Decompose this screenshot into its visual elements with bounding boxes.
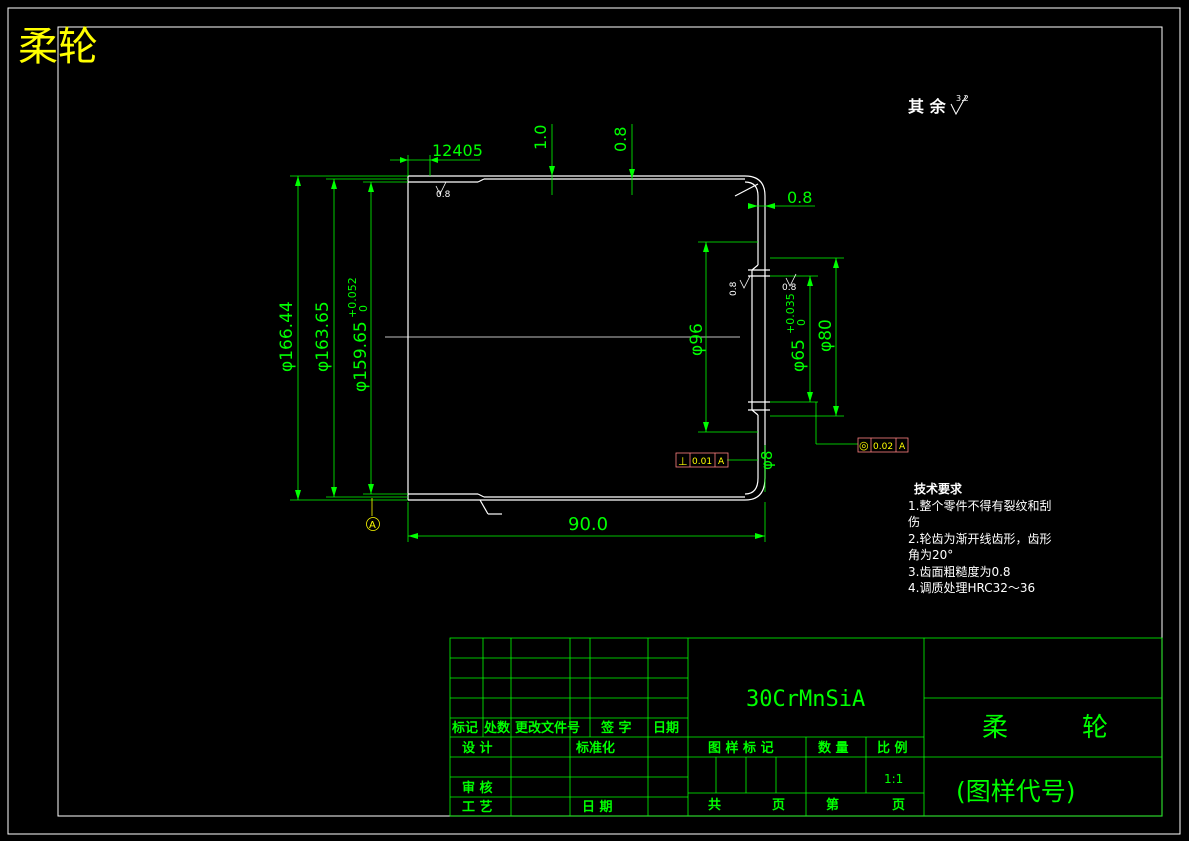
- hdr-change-doc: 更改文件号: [515, 720, 580, 736]
- tech-line: 1.整个零件不得有裂纹和刮: [908, 498, 1051, 513]
- title-block-grid: [449, 637, 1163, 817]
- dim-top-width: 12405: [432, 141, 483, 160]
- datum-a-symbol: A: [366, 498, 380, 531]
- dim-dia-65-tol-upper: +0.035: [784, 293, 797, 334]
- perpendicularity-frame: ⊥ 0.01 A: [675, 452, 729, 468]
- dim-dia-96: φ96: [687, 323, 707, 356]
- roughness-mark-hub: 0.8: [782, 273, 797, 293]
- material-name: 30CrMnSiA: [746, 687, 865, 712]
- svg-text:A: A: [718, 457, 725, 467]
- dim-dia-65: φ65: [789, 339, 809, 372]
- lbl-total: 共: [708, 797, 721, 813]
- lbl-pages-1: 页: [772, 798, 785, 813]
- roughness-mark-top: 0.8: [435, 181, 451, 200]
- tech-line: 4.调质处理HRC32～36: [908, 581, 1035, 595]
- surface-note: 其 余: [908, 97, 947, 116]
- svg-text:0.02: 0.02: [873, 442, 893, 452]
- hdr-mark: 标记: [451, 720, 478, 736]
- outer-border: [7, 7, 1181, 835]
- tech-heading: 技术要求: [914, 481, 963, 496]
- lbl-scale: 比 例: [877, 740, 908, 756]
- svg-text:◎: ◎: [859, 439, 869, 452]
- svg-text:A: A: [369, 520, 376, 531]
- dim-dia-159-tol-lower: 0: [357, 305, 370, 312]
- tech-requirements: 技术要求 1.整个零件不得有裂纹和刮 伤 2.轮齿为渐开线齿形，齿形 角为20°…: [908, 481, 1051, 595]
- lbl-drawing-mark: 图 样 标 记: [708, 740, 774, 756]
- dimension-arrows: [295, 157, 839, 539]
- dimension-lines: [290, 124, 858, 542]
- lbl-standardize: 标准化: [575, 740, 615, 756]
- hdr-count: 处数: [483, 720, 511, 736]
- concentricity-frame: ◎ 0.02 A: [857, 437, 909, 453]
- hdr-signature: 签 字: [600, 720, 632, 736]
- drawing-title: 柔轮: [18, 24, 98, 70]
- dim-dia-163: φ163.65: [313, 301, 333, 372]
- tech-line: 3.齿面粗糙度为0.8: [908, 564, 1011, 579]
- dim-right-thickness: 0.8: [787, 188, 812, 207]
- roughness-mark-bore: 0.8: [729, 275, 751, 296]
- tech-line: 角为20°: [908, 548, 953, 562]
- svg-text:0.8: 0.8: [782, 283, 797, 293]
- lbl-date2: 日 期: [582, 800, 613, 815]
- dim-dia-159-tol-upper: +0.052: [346, 277, 359, 318]
- svg-text:0.8: 0.8: [436, 190, 451, 200]
- tech-line: 伤: [908, 515, 920, 529]
- dim-thickness-2: 0.8: [611, 127, 630, 152]
- dim-dia-166: φ166.44: [277, 301, 297, 372]
- svg-text:0.8: 0.8: [729, 281, 739, 296]
- lbl-process: 工 艺: [462, 799, 493, 815]
- part-outline: [407, 175, 770, 515]
- dim-length-90: 90.0: [568, 514, 608, 535]
- dim-dia-8: φ8: [758, 451, 776, 470]
- lbl-design: 设 计: [462, 740, 493, 756]
- lbl-quantity: 数 量: [818, 740, 849, 756]
- svg-text:⊥: ⊥: [678, 455, 688, 468]
- scale-value: 1:1: [884, 772, 903, 786]
- drawing-code: (图样代号): [956, 777, 1076, 806]
- surface-roughness-symbol: 3.2: [950, 94, 969, 116]
- svg-text:0.01: 0.01: [692, 457, 712, 467]
- part-name-second: 轮: [1082, 713, 1108, 743]
- svg-text:3.2: 3.2: [956, 94, 969, 103]
- lbl-number: 第: [826, 797, 839, 813]
- part-name-first: 柔: [982, 713, 1008, 743]
- svg-text:A: A: [899, 442, 906, 452]
- hdr-date: 日期: [653, 721, 679, 736]
- dim-dia-159: φ159.65: [351, 321, 371, 392]
- dim-thickness-1: 1.0: [531, 125, 550, 150]
- tech-line: 2.轮齿为渐开线齿形，齿形: [908, 532, 1051, 546]
- lbl-review: 审 核: [462, 780, 493, 796]
- dim-dia-65-tol-lower: 0: [795, 319, 808, 326]
- title-block-text: 标记 处数 更改文件号 签 字 日期 设 计 标准化 审 核 工 艺 日 期 图…: [451, 720, 908, 815]
- dim-dia-80: φ80: [816, 319, 836, 352]
- lbl-pages-2: 页: [892, 798, 905, 813]
